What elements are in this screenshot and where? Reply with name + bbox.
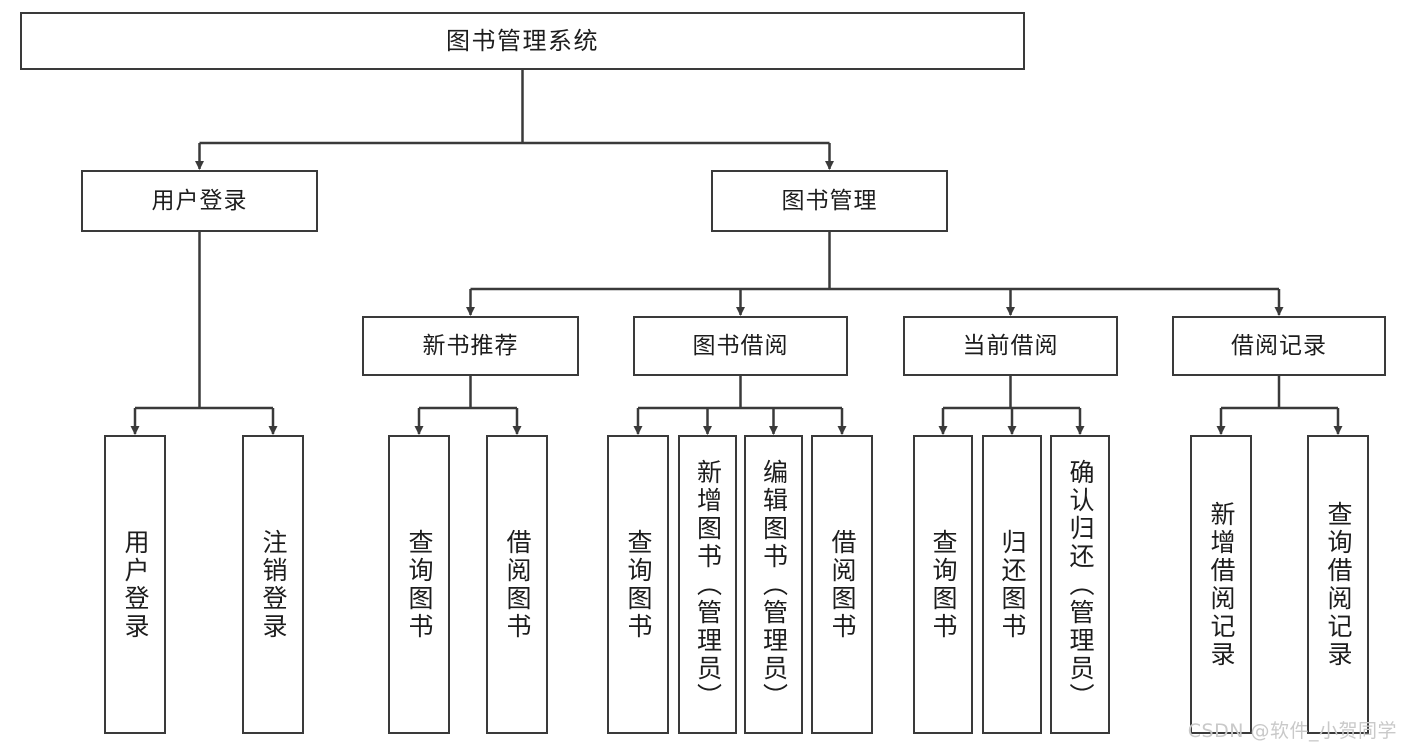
node-book-manage[interactable]: 图书管理 xyxy=(711,170,948,232)
node-current-borrow[interactable]: 当前借阅 xyxy=(903,316,1118,376)
node-leaf-query-book-2[interactable]: 查询图书 xyxy=(607,435,669,734)
node-label-user-login: 用户登录 xyxy=(151,187,248,214)
node-label-leaf-add-record: 新增借阅记录 xyxy=(1207,500,1236,669)
node-label-leaf-return-book: 归还图书 xyxy=(998,528,1027,641)
node-label-book-borrow: 图书借阅 xyxy=(692,332,789,359)
node-label-leaf-query-book-1: 查询图书 xyxy=(405,528,434,641)
node-label-leaf-edit-book: 编辑图书（管理员） xyxy=(759,458,789,711)
node-leaf-query-book-1[interactable]: 查询图书 xyxy=(388,435,450,734)
node-label-book-manage: 图书管理 xyxy=(781,187,878,214)
node-user-login[interactable]: 用户登录 xyxy=(81,170,318,232)
node-root[interactable]: 图书管理系统 xyxy=(20,12,1025,70)
node-label-new-book-rec: 新书推荐 xyxy=(422,332,519,359)
node-leaf-logout[interactable]: 注销登录 xyxy=(242,435,304,734)
node-leaf-borrow-book-2[interactable]: 借阅图书 xyxy=(811,435,873,734)
node-leaf-borrow-book-1[interactable]: 借阅图书 xyxy=(486,435,548,734)
watermark-text: CSDN @软件_小贺同学 xyxy=(1187,720,1397,742)
node-leaf-query-record[interactable]: 查询借阅记录 xyxy=(1307,435,1369,734)
node-label-leaf-logout: 注销登录 xyxy=(259,528,288,641)
node-label-leaf-confirm-return: 确认归还（管理员） xyxy=(1066,458,1095,711)
node-leaf-edit-book[interactable]: 编辑图书（管理员） xyxy=(744,435,803,734)
node-label-leaf-borrow-book-1: 借阅图书 xyxy=(503,528,532,641)
node-label-borrow-record: 借阅记录 xyxy=(1231,332,1327,359)
node-label-leaf-user-login: 用户登录 xyxy=(121,528,150,641)
node-leaf-return-book[interactable]: 归还图书 xyxy=(982,435,1042,734)
node-label-leaf-query-book-3: 查询图书 xyxy=(929,528,958,641)
node-label-root: 图书管理系统 xyxy=(446,27,599,55)
node-new-book-rec[interactable]: 新书推荐 xyxy=(362,316,579,376)
node-label-leaf-query-record: 查询借阅记录 xyxy=(1324,500,1353,669)
node-leaf-confirm-return[interactable]: 确认归还（管理员） xyxy=(1050,435,1110,734)
node-label-leaf-borrow-book-2: 借阅图书 xyxy=(828,528,857,641)
node-label-leaf-query-book-2: 查询图书 xyxy=(624,528,653,641)
node-leaf-add-record[interactable]: 新增借阅记录 xyxy=(1190,435,1252,734)
node-label-leaf-add-book: 新增图书（管理员） xyxy=(693,458,723,711)
node-leaf-add-book[interactable]: 新增图书（管理员） xyxy=(678,435,737,734)
node-book-borrow[interactable]: 图书借阅 xyxy=(633,316,848,376)
node-leaf-query-book-3[interactable]: 查询图书 xyxy=(913,435,973,734)
node-borrow-record[interactable]: 借阅记录 xyxy=(1172,316,1386,376)
node-label-current-borrow: 当前借阅 xyxy=(962,332,1059,359)
node-leaf-user-login[interactable]: 用户登录 xyxy=(104,435,166,734)
